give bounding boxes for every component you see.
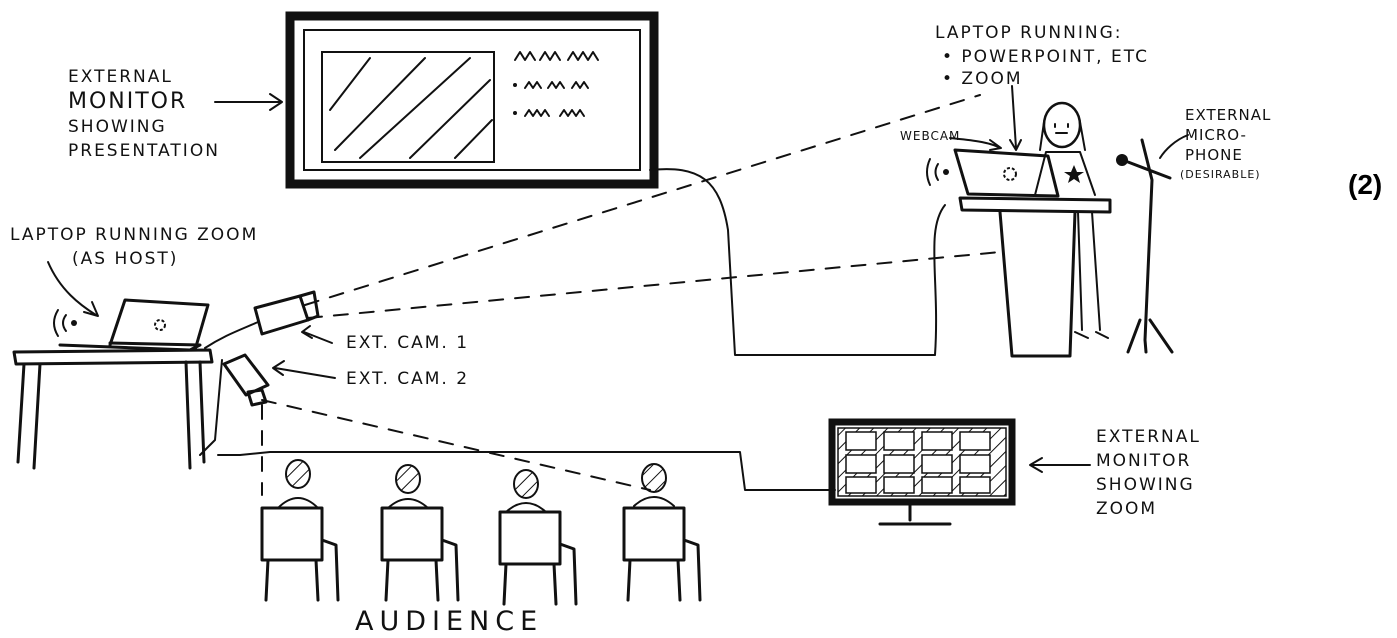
label-webcam: WEBCAM [900, 129, 1001, 150]
audience-label: AUDIENCE [355, 606, 543, 637]
svg-text:MICRO-: MICRO- [1185, 126, 1247, 144]
presenter-podium [960, 198, 1110, 356]
zoom-monitor [832, 422, 1012, 524]
svg-text:SHOWING: SHOWING [1096, 475, 1195, 495]
host-laptop [60, 300, 208, 350]
svg-text:WEBCAM: WEBCAM [900, 129, 960, 143]
svg-text:MONITOR: MONITOR [68, 89, 187, 114]
label-laptop-host: LAPTOP RUNNING ZOOM (AS HOST) [10, 225, 258, 316]
audience-member-1 [262, 460, 338, 600]
host-table [14, 350, 212, 468]
camera1-sightline-upper [305, 95, 980, 305]
svg-text:PRESENTATION: PRESENTATION [68, 141, 220, 161]
label-external-microphone: EXTERNAL MICRO- PHONE (DESIRABLE) [1160, 106, 1271, 181]
svg-text:EXTERNAL: EXTERNAL [1185, 106, 1271, 124]
svg-text:(AS HOST): (AS HOST) [72, 249, 178, 269]
svg-text:EXT. CAM. 2: EXT. CAM. 2 [346, 369, 469, 389]
audience-member-2 [382, 465, 458, 600]
label-external-monitor-presentation: EXTERNAL MONITOR SHOWING PRESENTATION [68, 67, 220, 161]
svg-text:LAPTOP RUNNING ZOOM: LAPTOP RUNNING ZOOM [10, 225, 258, 245]
svg-text:SHOWING: SHOWING [68, 117, 167, 137]
slide-text-scribbles [513, 52, 598, 116]
svg-text:EXT. CAM. 1: EXT. CAM. 1 [346, 333, 469, 353]
svg-text:• ZOOM: • ZOOM [942, 69, 1023, 89]
audience-member-3 [500, 470, 576, 604]
camera2-sightline [262, 400, 650, 490]
svg-text:LAPTOP RUNNING:: LAPTOP RUNNING: [935, 23, 1122, 43]
presenter-laptop-wifi-icon [927, 159, 949, 185]
external-microphone [1116, 140, 1172, 352]
label-external-monitor-zoom: EXTERNAL MONITOR SHOWING ZOOM [1030, 427, 1201, 519]
arrow-to-presentation-monitor [215, 94, 282, 110]
label-ext-cam-1: EXT. CAM. 1 [302, 326, 469, 353]
svg-text:PHONE: PHONE [1185, 146, 1243, 164]
host-laptop-wifi-icon [54, 310, 77, 336]
svg-text:• POWERPOINT, ETC: • POWERPOINT, ETC [942, 47, 1149, 67]
camera1-sightline-lower [308, 252, 1000, 318]
presentation-monitor [290, 16, 654, 184]
figure-tag: (2) [1348, 169, 1382, 200]
camera-cable [205, 322, 258, 348]
svg-text:ZOOM: ZOOM [1096, 499, 1157, 519]
hdmi-cable-to-presentation-monitor [650, 169, 945, 355]
presenter-laptop [955, 150, 1058, 196]
external-camera-2 [224, 355, 268, 405]
svg-text:EXTERNAL: EXTERNAL [1096, 427, 1201, 447]
svg-text:MONITOR: MONITOR [1096, 451, 1191, 471]
svg-text:(DESIRABLE): (DESIRABLE) [1180, 168, 1261, 181]
svg-text:EXTERNAL: EXTERNAL [68, 67, 173, 87]
slide-image-area [322, 52, 494, 162]
label-ext-cam-2: EXT. CAM. 2 [273, 361, 469, 389]
audience-member-4 [624, 464, 700, 600]
